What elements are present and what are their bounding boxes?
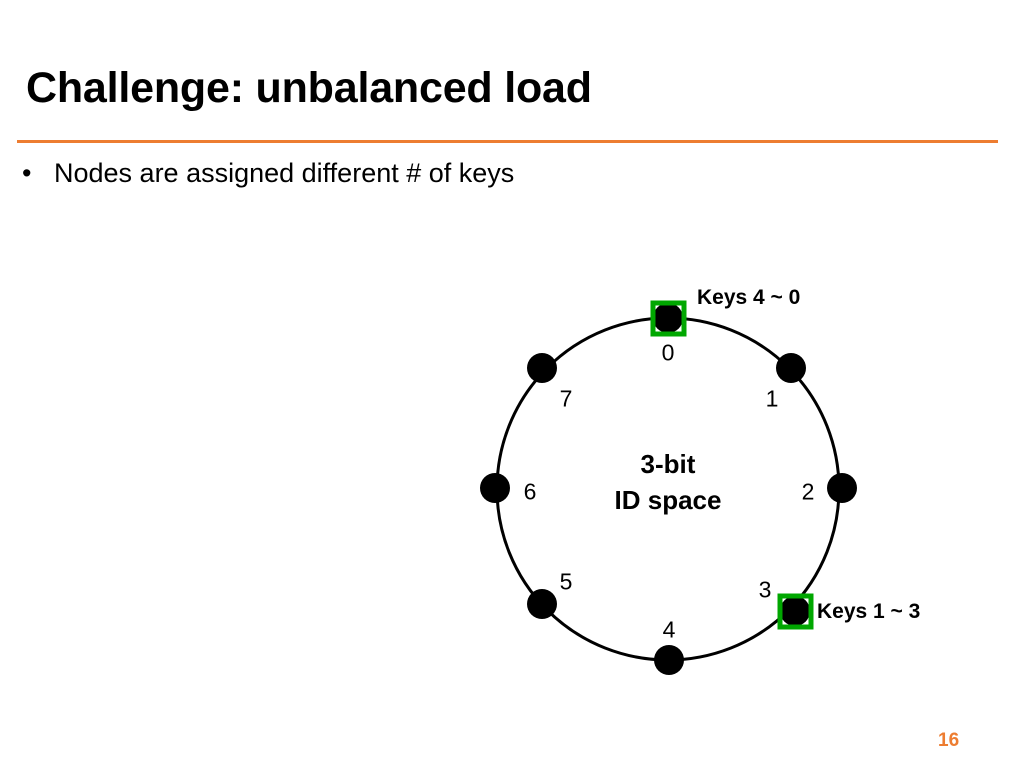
bullet-list-item: • Nodes are assigned different # of keys [18,156,514,190]
page-title: Challenge: unbalanced load [26,64,592,112]
node-label-5: 5 [559,568,573,595]
node-label-2: 2 [801,478,815,505]
title-divider [17,140,998,143]
ring-center-caption-line-1: 3-bit [640,449,696,480]
highlight-box-node-0 [650,300,687,337]
node-dot-1 [776,353,806,383]
node-dot-0 [653,303,683,333]
node-label-6: 6 [523,478,537,505]
ring-center-caption-line-2: ID space [614,485,722,515]
node-label-1: 1 [765,385,779,412]
bullet-marker-icon: • [22,158,32,188]
node-dot-5 [527,589,557,619]
node-dot-2 [827,473,857,503]
node-dot-3 [780,596,810,626]
node-label-4: 4 [662,616,676,643]
node-dot-6 [480,473,510,503]
keys-callout-top: Keys 4 ~ 0 [697,286,801,309]
node-label-0: 0 [661,339,675,366]
highlight-box-node-3 [777,593,814,630]
ring-center-caption: 3-bit ID space [615,447,722,519]
node-label-7: 7 [559,385,573,412]
page-number: 16 [938,730,960,751]
keys-callout-bottom: Keys 1 ~ 3 [817,600,921,623]
node-dot-4 [654,645,684,675]
node-dot-7 [527,353,557,383]
bullet-text: Nodes are assigned different # of keys [54,158,515,188]
node-label-3: 3 [758,576,772,603]
